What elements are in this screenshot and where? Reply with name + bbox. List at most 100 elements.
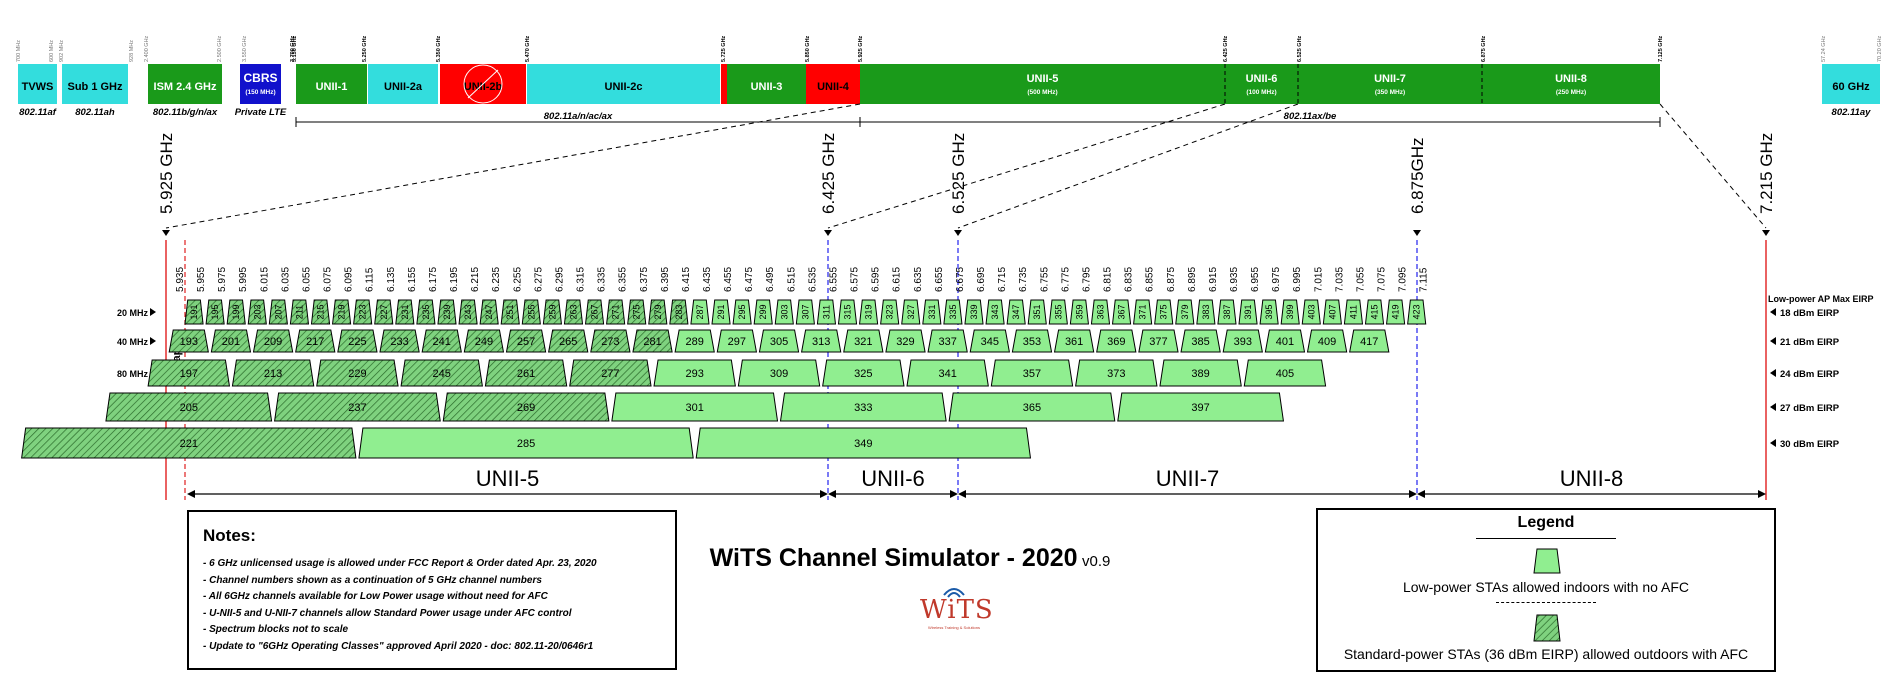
channel-number: 363 xyxy=(1095,304,1105,319)
band-label: Sub 1 GHz xyxy=(67,81,123,93)
channel-block xyxy=(1280,299,1300,325)
arrow-left-icon xyxy=(1417,490,1425,498)
channel-number: 407 xyxy=(1327,304,1337,319)
channel-block xyxy=(737,359,821,387)
channel-frequency-label: 6.835 xyxy=(1124,267,1135,292)
channel-number: 247 xyxy=(484,304,494,319)
channel-block xyxy=(1306,329,1348,353)
channel-block xyxy=(648,299,668,325)
band-edge-label: 3.700 GHz xyxy=(290,35,296,62)
channel-block xyxy=(859,299,879,325)
channel-number: 339 xyxy=(969,304,979,319)
channel-number: 237 xyxy=(348,402,366,414)
band-edge-label: 7.125 GHz xyxy=(1658,35,1664,62)
channel-block xyxy=(1386,299,1406,325)
band-edge-label: 5.250 GHz xyxy=(362,35,368,62)
channel-block xyxy=(816,299,837,325)
band-block xyxy=(721,64,727,104)
channel-number: 209 xyxy=(264,336,282,348)
band-edge-label: 5.470 GHz xyxy=(525,35,531,62)
channel-block xyxy=(1111,299,1132,325)
channel-number: 355 xyxy=(1053,304,1063,319)
row-arrow-icon xyxy=(150,337,156,345)
arrow-right-icon xyxy=(950,490,958,498)
channel-block xyxy=(400,359,483,387)
band-edge-label: 5.150 GHz xyxy=(292,35,298,62)
unii-band-label: UNII-7 xyxy=(1156,466,1220,491)
channel-block xyxy=(416,299,436,325)
channel-block xyxy=(548,329,589,353)
channel-number: 193 xyxy=(180,336,198,348)
channel-frequency-label: 6.855 xyxy=(1145,267,1156,292)
channel-block xyxy=(105,392,273,422)
channel-block xyxy=(906,359,989,387)
channel-frequency-label: 6.195 xyxy=(449,267,460,292)
channel-frequency-label: 6.535 xyxy=(807,267,818,292)
channel-number: 291 xyxy=(716,304,726,319)
channel-frequency-label: 6.415 xyxy=(681,267,692,292)
channel-frequency-label: 6.875 xyxy=(1166,267,1177,292)
channel-frequency-label: 6.455 xyxy=(723,267,734,292)
channel-number: 211 xyxy=(294,305,304,319)
band-edge-label: 2.500 GHz xyxy=(217,35,223,62)
channel-frequency-label: 6.075 xyxy=(323,267,334,292)
band-edge-label: 5.350 GHz xyxy=(436,35,442,62)
channel-number: 287 xyxy=(695,304,705,319)
channel-frequency-label: 6.755 xyxy=(1039,267,1050,292)
channel-number: 361 xyxy=(1065,336,1083,348)
band-label: UNII-2a xyxy=(384,81,423,93)
channel-block xyxy=(268,299,288,325)
channel-block xyxy=(669,299,689,325)
band-block xyxy=(1225,64,1298,104)
band-standard-label: Private LTE xyxy=(235,107,287,118)
legend-standard-power-text: Standard-power STAs (36 dBm EIRP) allowe… xyxy=(1343,646,1749,662)
channel-frequency-label: 7.075 xyxy=(1377,267,1388,292)
band-block xyxy=(148,64,222,104)
band-block xyxy=(527,64,720,104)
channel-number: 331 xyxy=(927,304,937,319)
channel-number: 417 xyxy=(1360,336,1378,348)
channel-block xyxy=(458,299,478,325)
channel-block xyxy=(774,299,794,325)
channel-number: 261 xyxy=(517,368,535,380)
note-item: - 6 GHz unlicensed usage is allowed unde… xyxy=(203,558,597,569)
channel-frequency-label: 7.055 xyxy=(1355,267,1366,292)
band-edge-label: 5.725 GHz xyxy=(721,35,727,62)
channel-block xyxy=(1222,329,1263,353)
channel-block xyxy=(1154,299,1174,325)
channel-block xyxy=(231,359,315,387)
channel-frequency-label: 6.235 xyxy=(491,267,502,292)
standard-power-symbol-icon xyxy=(1533,614,1561,642)
channel-number: 335 xyxy=(948,304,958,319)
channel-block xyxy=(1259,299,1279,325)
channel-frequency-label: 6.495 xyxy=(765,267,776,292)
channel-block xyxy=(1243,359,1327,387)
band-edge-label: 600 MHz xyxy=(49,40,55,62)
channel-frequency-label: 6.695 xyxy=(976,267,987,292)
channel-block xyxy=(353,299,373,325)
channel-block xyxy=(252,329,294,353)
channel-frequency-label: 5.935 xyxy=(175,267,186,292)
channel-block xyxy=(1048,299,1068,325)
channel-number: 327 xyxy=(906,304,916,319)
channel-number: 191 xyxy=(189,304,199,319)
eirp-arrow-icon xyxy=(1770,439,1776,447)
row-eirp-label: 27 dBm EIRP xyxy=(1780,403,1840,414)
channel-frequency-label: 6.135 xyxy=(386,267,397,292)
channel-frequency-label: 6.115 xyxy=(365,267,376,292)
channel-frequency-label: 6.555 xyxy=(828,267,839,292)
channel-block xyxy=(184,299,204,325)
note-item: - Spectrum blocks not to scale xyxy=(203,624,349,635)
channel-block xyxy=(1175,299,1195,325)
row-eirp-label: 21 dBm EIRP xyxy=(1780,337,1840,348)
wifi-icon xyxy=(943,588,965,598)
channel-number: 325 xyxy=(854,368,872,380)
band-block xyxy=(806,64,860,104)
marker-arrow xyxy=(824,230,832,236)
unii-2b-circle xyxy=(463,64,503,104)
channel-number: 277 xyxy=(601,368,619,380)
band-sublabel: (100 MHz) xyxy=(1246,89,1276,96)
channel-number: 223 xyxy=(358,304,368,319)
